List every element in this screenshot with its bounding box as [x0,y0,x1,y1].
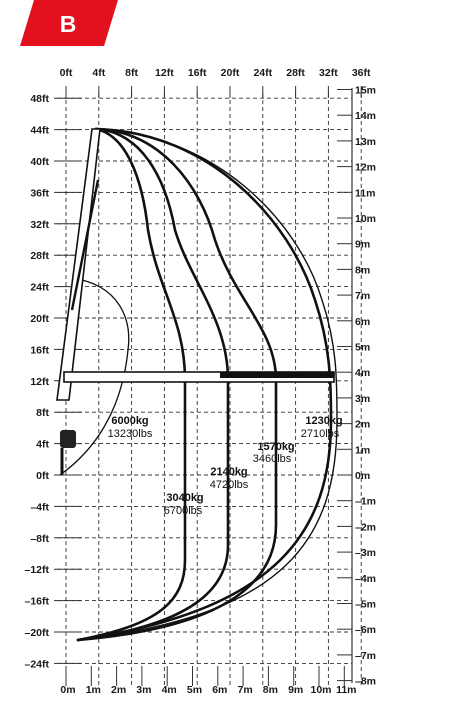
axis-label-right-m: –7m [355,650,376,662]
load-label-6000-kg: 6000kg [111,415,148,427]
axis-label-top-ft: 20ft [221,67,240,79]
axis-label-left-ft: 36ft [30,187,49,199]
axis-label-right-m: –2m [355,521,376,533]
axis-label-bottom-m: 10m [310,684,331,696]
load-label-1570-kg: 1570kg [257,441,294,453]
crane-drawing [56,128,335,475]
axis-label-left-ft: 28ft [30,250,49,262]
badge-letter: B [60,11,77,37]
axis-label-right-m: 9m [355,239,370,251]
axis-label-top-ft: 28ft [286,67,305,79]
axis-label-right-m: 1m [355,444,370,456]
axis-label-top-ft: 16ft [188,67,207,79]
crane-base [60,430,76,448]
axis-label-top-ft: 24ft [253,67,272,79]
grid [57,93,362,688]
axis-label-right-m: 0m [355,470,370,482]
axis-label-left-ft: 24ft [30,282,49,294]
axes [54,86,362,686]
curve-1570kg [76,127,333,642]
axis-label-top-ft: 32ft [319,67,338,79]
axis-label-right-m: –3m [355,547,376,559]
badge-shape [20,0,118,46]
axis-label-right-m: 3m [355,393,370,405]
axis-label-bottom-m: 8m [263,684,278,696]
axis-label-right-m: 14m [355,110,376,122]
axis-label-top-ft: 4ft [92,67,105,79]
axis-label-top-ft: 36ft [352,67,371,79]
axis-label-left-ft: –16ft [24,596,49,608]
axis-label-right-m: 5m [355,342,370,354]
axis-label-left-ft: 40ft [30,156,49,168]
crane-boom-extension [70,179,100,311]
curve-2140kg [76,127,278,642]
axis-label-bottom-m: 2m [111,684,126,696]
axis-label-right-m: 4m [355,367,370,379]
tick-labels: 0ft 4ft 8ft 12ft 16ft 20ft 24ft 28ft 32ft 36ft 48f… [24,67,376,696]
axis-label-left-ft: 48ft [30,93,49,105]
axis-label-bottom-m: 0m [60,684,75,696]
axis-label-right-m: 13m [355,136,376,148]
axis-label-left-ft: –24ft [24,658,49,670]
crane-boom-vertical [56,128,101,401]
axis-label-left-ft: 16ft [30,344,49,356]
curve-inner-reach [59,277,130,476]
axis-label-bottom-m: 9m [288,684,303,696]
axis-label-right-m: 11m [355,187,375,199]
axis-label-right-m: –1m [355,496,376,508]
axis-label-right-m: 10m [355,213,376,225]
load-label-3040-lbs: 6700lbs [164,505,203,517]
curve-3040kg [76,127,230,642]
load-label-3040-kg: 3040kg [166,492,203,504]
axis-label-left-ft: 20ft [30,313,49,325]
axis-label-right-m: –4m [355,573,376,585]
axis-label-right-m: 2m [355,419,370,431]
load-label-2140-lbs: 4720lbs [210,479,249,491]
curve-6000kg [76,127,187,642]
axis-label-right-m: 8m [355,264,370,276]
axis-label-left-ft: 4ft [36,439,49,451]
axis-label-bottom-m: 7m [238,684,253,696]
axis-label-left-ft: 44ft [30,125,49,137]
load-label-1570-lbs: 3460lbs [253,453,292,465]
axis-label-left-ft: –12ft [24,564,49,576]
axis-label-left-ft: 0ft [36,470,49,482]
axis-label-bottom-m: 5m [187,684,202,696]
axis-label-right-m: 12m [355,162,376,174]
axis-label-bottom-m: 3m [136,684,151,696]
curve-outer-envelope [77,128,338,641]
axis-label-left-ft: –20ft [24,627,49,639]
axis-label-right-m: 15m [355,85,376,97]
axis-label-top-ft: 0ft [60,67,73,79]
axis-label-right-m: –6m [355,624,376,636]
crane-boom-tip [220,372,334,378]
axis-label-left-ft: 12ft [30,376,49,388]
axis-label-left-ft: 8ft [36,407,49,419]
load-label-6000-lbs: 13230lbs [108,428,153,440]
axis-label-top-ft: 8ft [125,67,138,79]
axis-label-left-ft: 32ft [30,219,49,231]
axis-label-left-ft: –8ft [30,533,49,545]
load-label-1230-kg: 1230kg [305,415,342,427]
axis-label-bottom-m: 6m [212,684,227,696]
axis-label-bottom-m: 4m [162,684,177,696]
axis-label-bottom-m: 1m [86,684,101,696]
load-label-2140-kg: 2140kg [210,466,247,478]
axis-label-right-m: 7m [355,290,370,302]
axis-label-left-ft: –4ft [30,501,49,513]
section-badge: B [20,0,118,46]
axis-label-right-m: 6m [355,316,370,328]
load-label-1230-lbs: 2710lbs [301,428,340,440]
axis-label-right-m: –8m [355,676,376,688]
axis-label-bottom-m: 11m [336,684,356,696]
axis-label-top-ft: 12ft [155,67,174,79]
axis-label-right-m: –5m [355,599,376,611]
